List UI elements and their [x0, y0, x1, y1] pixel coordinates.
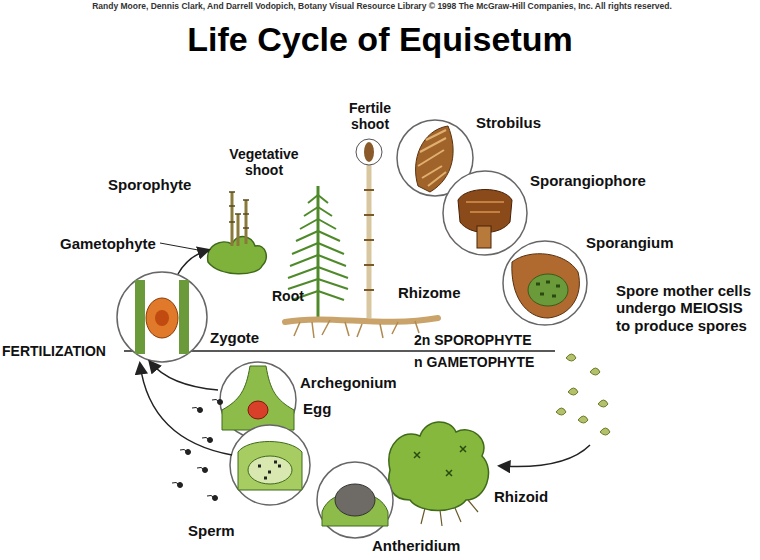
part-label: Rhizoid [494, 488, 548, 505]
part-label: Sporangiophore [530, 172, 646, 189]
part-label: Sperm [188, 522, 235, 539]
copyright-note: Randy Moore, Dennis Clark, And Darrell V… [2, 2, 760, 12]
part-label: Gametophyte [60, 235, 156, 252]
part-label: Archegonium [300, 374, 397, 391]
cycle-arrow [140, 364, 232, 455]
part-label: Zygote [210, 329, 259, 346]
stage-label: FERTILIZATION [2, 343, 106, 359]
cycle-arrow [178, 250, 208, 274]
diagram-title: Life Cycle of Equisetum [0, 20, 760, 59]
cycle-arrow [500, 445, 590, 467]
part-label: Fertile shoot [342, 100, 398, 132]
stage-note: Spore mother cells undergo MEIOSIS to pr… [616, 282, 756, 334]
cycle-arrow [150, 362, 218, 390]
zygote-inset [117, 272, 207, 362]
sperm-inset [230, 425, 310, 505]
gametophyte-with-sporophytes [160, 192, 266, 274]
generation-label: n GAMETOPHYTE [414, 354, 534, 370]
swimming-sperm [172, 399, 223, 500]
part-label: Antheridium [372, 537, 460, 554]
part-label: Root [272, 288, 304, 304]
sporangiophore-inset [443, 171, 527, 255]
part-label: Sporangium [586, 234, 674, 251]
antheridium-inset [317, 462, 393, 538]
part-label: Vegetative shoot [222, 146, 306, 178]
leader-line [160, 243, 209, 252]
spores [556, 354, 610, 435]
part-label: Sporophyte [108, 176, 191, 193]
generation-label: 2n SPOROPHYTE [414, 332, 531, 348]
part-label: Rhizome [398, 284, 461, 301]
fertile-shoot [356, 139, 382, 318]
sporangium-inset [503, 241, 587, 325]
part-label: Egg [303, 400, 331, 417]
gametophyte [389, 422, 489, 526]
part-label: Strobilus [476, 114, 541, 131]
